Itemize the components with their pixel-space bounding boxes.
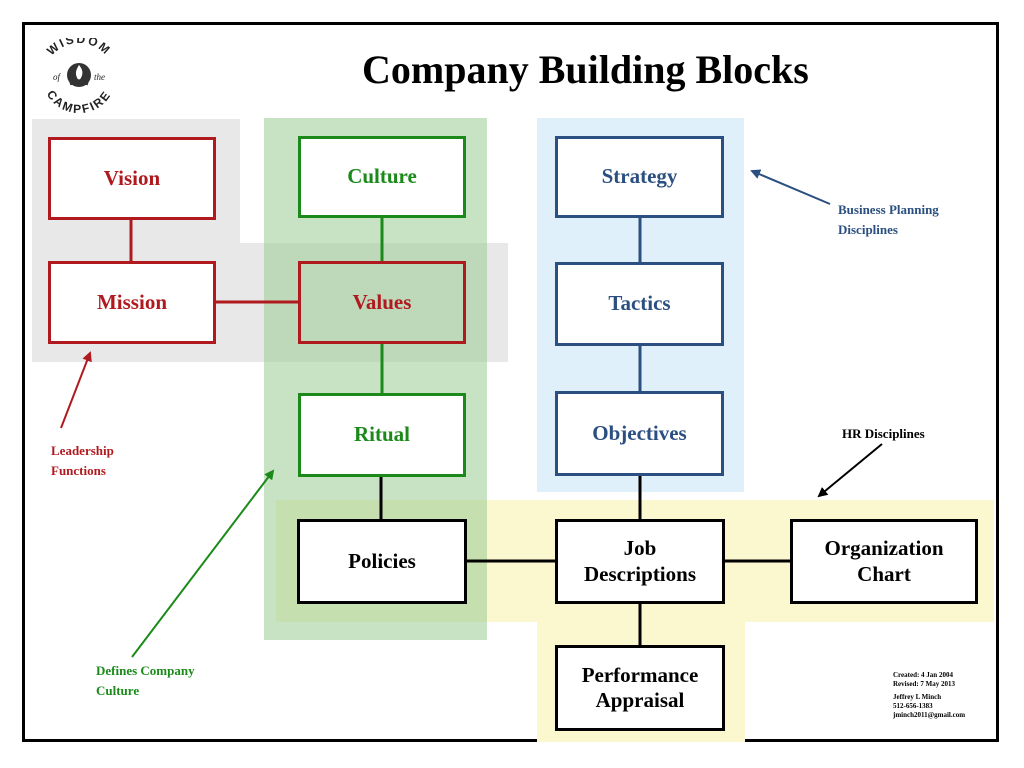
campfire-icon xyxy=(67,63,91,87)
culture-arrow xyxy=(131,469,275,658)
strategy-label: Strategy xyxy=(601,164,678,189)
culture-label: Culture xyxy=(347,164,417,189)
credits-block: Created: 4 Jan 2004 Revised: 7 May 2013 … xyxy=(893,671,965,720)
mission-label: Mission xyxy=(96,289,167,314)
organization-chart-label: Organization Chart xyxy=(824,536,944,586)
leadership-arrow xyxy=(60,351,92,429)
author-email: jminch2011@gmail.com xyxy=(893,711,966,720)
vision-block: Vision xyxy=(48,137,216,220)
values-label: Values xyxy=(352,289,412,314)
job-descriptions-block: Job Descriptions xyxy=(555,519,725,604)
performance-appraisal-block: Performance Appraisal xyxy=(555,645,725,731)
performance-appraisal-label: Performance Appraisal xyxy=(581,662,699,712)
policies-block: Policies xyxy=(297,519,467,604)
tactics-label: Tactics xyxy=(608,291,671,316)
strategy-block: Strategy xyxy=(555,136,724,218)
organization-chart-block: Organization Chart xyxy=(790,519,978,604)
objectives-block: Objectives xyxy=(555,391,724,476)
created-date: Created: 4 Jan 2004 xyxy=(893,671,953,679)
author-name: Jeffrey L Minch xyxy=(893,693,942,702)
logo-right-text: the xyxy=(94,72,105,82)
ritual-label: Ritual xyxy=(353,422,410,447)
values-block: Values xyxy=(298,261,466,344)
policies-label: Policies xyxy=(348,548,416,573)
page-title: Company Building Blocks xyxy=(362,47,809,92)
vision-label: Vision xyxy=(103,165,161,190)
logo-left-text: of xyxy=(53,72,62,82)
mission-block: Mission xyxy=(48,261,216,344)
ritual-block: Ritual xyxy=(298,393,466,477)
hr-note: HR Disciplines xyxy=(842,426,925,441)
job-descriptions-label: Job Descriptions xyxy=(584,536,696,586)
wisdom-campfire-logo: WISDOM CAMPFIRE of the xyxy=(44,38,112,114)
leadership-note: Leadership Functions xyxy=(51,443,114,479)
hr-arrow xyxy=(817,443,883,498)
author-phone: 512-656-1383 xyxy=(893,702,933,711)
culture-note: Defines Company Culture xyxy=(96,663,195,699)
tactics-block: Tactics xyxy=(555,262,724,346)
revised-date: Revised: 7 May 2013 xyxy=(893,680,956,689)
culture-block: Culture xyxy=(298,136,466,218)
planning-note: Business Planning Disciplines xyxy=(838,202,939,238)
objectives-label: Objectives xyxy=(592,420,687,445)
planning-arrow xyxy=(750,169,831,205)
